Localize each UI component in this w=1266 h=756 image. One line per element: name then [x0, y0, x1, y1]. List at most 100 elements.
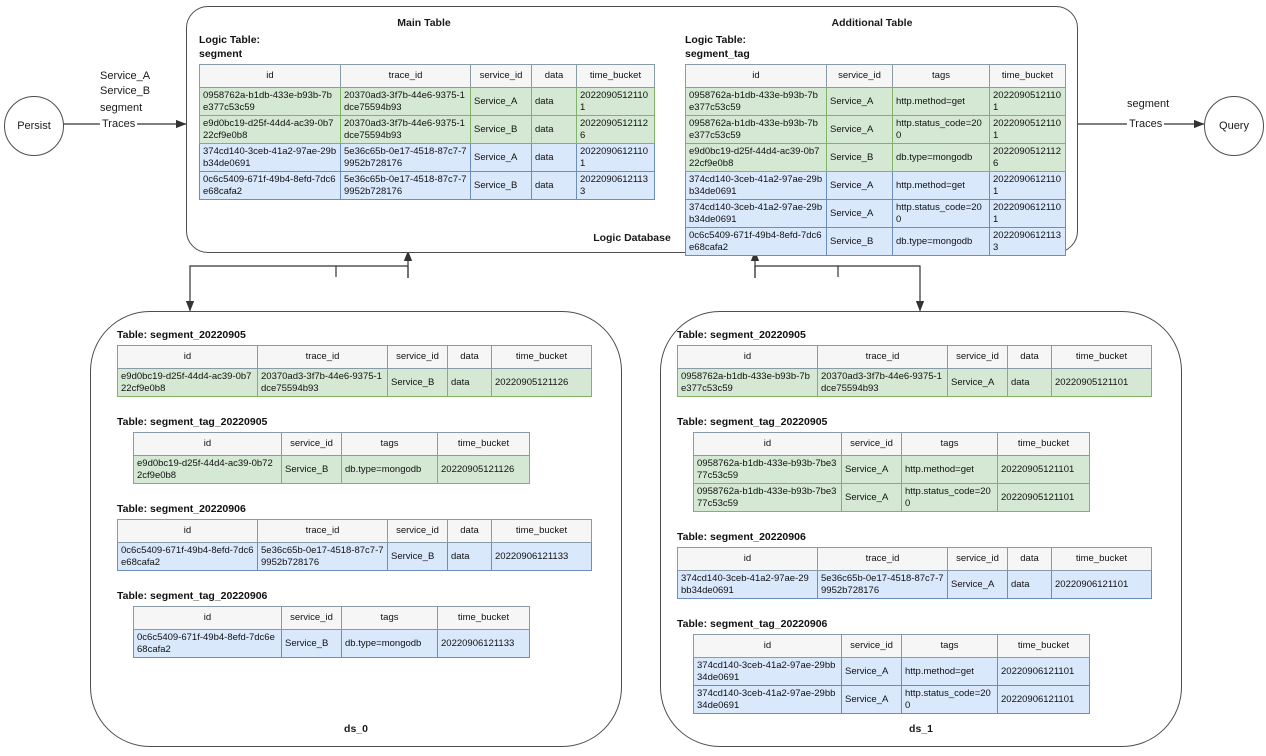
- cell-time_bucket: 20220906121133: [989, 227, 1066, 256]
- column-header-service_id: service_id: [387, 345, 448, 369]
- column-header-id: id: [199, 64, 341, 88]
- cell-id: 374cd140-3ceb-41a2-97ae-29bb34de0691: [199, 143, 341, 172]
- cell-time_bucket: 20220906121101: [989, 171, 1066, 200]
- cell-id: 374cd140-3ceb-41a2-97ae-29bb34de0691: [693, 685, 842, 714]
- cell-trace_id: 20370ad3-3f7b-44e6-9375-1dce75594b93: [257, 368, 388, 397]
- table-caption: Table: segment_20220905: [677, 329, 806, 341]
- column-header-time_bucket: time_bucket: [491, 345, 592, 369]
- cell-id: e9d0bc19-d25f-44d4-ac39-0b722cf9e0b8: [117, 368, 258, 397]
- query-node[interactable]: Query: [1204, 96, 1264, 156]
- column-header-trace_id: trace_id: [817, 547, 948, 571]
- cell-data: data: [447, 542, 492, 571]
- cell-tags: db.type=mongodb: [892, 227, 990, 256]
- cell-time_bucket: 20220905121126: [989, 143, 1066, 172]
- cell-tags: http.method=get: [892, 171, 990, 200]
- cell-id: e9d0bc19-d25f-44d4-ac39-0b722cf9e0b8: [685, 143, 827, 172]
- cell-service_id: Service_B: [470, 171, 532, 200]
- column-header-id: id: [117, 345, 258, 369]
- cell-id: 0c6c5409-671f-49b4-8efd-7dc6e68cafa2: [685, 227, 827, 256]
- cell-time_bucket: 20220905121101: [997, 455, 1090, 484]
- cell-trace_id: 5e36c65b-0e17-4518-87c7-79952b728176: [340, 171, 471, 200]
- table-caption: Table: segment_tag_20220906: [117, 590, 268, 602]
- column-header-time_bucket: time_bucket: [576, 64, 655, 88]
- column-header-trace_id: trace_id: [340, 64, 471, 88]
- column-header-trace_id: trace_id: [257, 519, 388, 543]
- cell-time_bucket: 20220905121101: [576, 87, 655, 116]
- cell-service_id: Service_A: [947, 570, 1008, 599]
- additional-table-block: Additional Table Logic Table: segment_ta…: [679, 17, 1071, 256]
- cell-id: 0958762a-b1db-433e-b93b-7be377c53c59: [693, 483, 842, 512]
- cell-time_bucket: 20220906121133: [576, 171, 655, 200]
- cell-service_id: Service_A: [826, 115, 893, 144]
- column-header-id: id: [693, 634, 842, 658]
- column-header-id: id: [693, 432, 842, 456]
- cell-id: 0c6c5409-671f-49b4-8efd-7dc6e68cafa2: [133, 629, 282, 658]
- cell-tags: http.method=get: [901, 657, 998, 686]
- cell-tags: db.type=mongodb: [341, 629, 438, 658]
- cell-service_id: Service_B: [281, 455, 342, 484]
- right-traces-label: Traces: [1127, 117, 1165, 132]
- cell-tags: http.status_code=200: [892, 199, 990, 228]
- column-header-id: id: [133, 606, 282, 630]
- persist-node[interactable]: Persist: [4, 96, 64, 156]
- table-caption: Table: segment_tag_20220905: [677, 416, 828, 428]
- cell-service_id: Service_B: [826, 143, 893, 172]
- cell-trace_id: 5e36c65b-0e17-4518-87c7-79952b728176: [340, 143, 471, 172]
- column-header-data: data: [1007, 547, 1052, 571]
- cell-id: e9d0bc19-d25f-44d4-ac39-0b722cf9e0b8: [199, 115, 341, 144]
- cell-time_bucket: 20220906121101: [1051, 570, 1152, 599]
- column-header-tags: tags: [901, 432, 998, 456]
- cell-id: 0958762a-b1db-433e-b93b-7be377c53c59: [677, 368, 818, 397]
- cell-data: data: [1007, 570, 1052, 599]
- ds0-caption: ds_0: [344, 723, 368, 735]
- cell-data: data: [531, 171, 577, 200]
- cell-id: 0958762a-b1db-433e-b93b-7be377c53c59: [199, 87, 341, 116]
- column-header-tags: tags: [901, 634, 998, 658]
- cell-tags: db.type=mongodb: [892, 143, 990, 172]
- table-caption: Table: segment_20220905: [117, 329, 246, 341]
- cell-id: e9d0bc19-d25f-44d4-ac39-0b722cf9e0b8: [133, 455, 282, 484]
- table-caption: Table: segment_20220906: [677, 531, 806, 543]
